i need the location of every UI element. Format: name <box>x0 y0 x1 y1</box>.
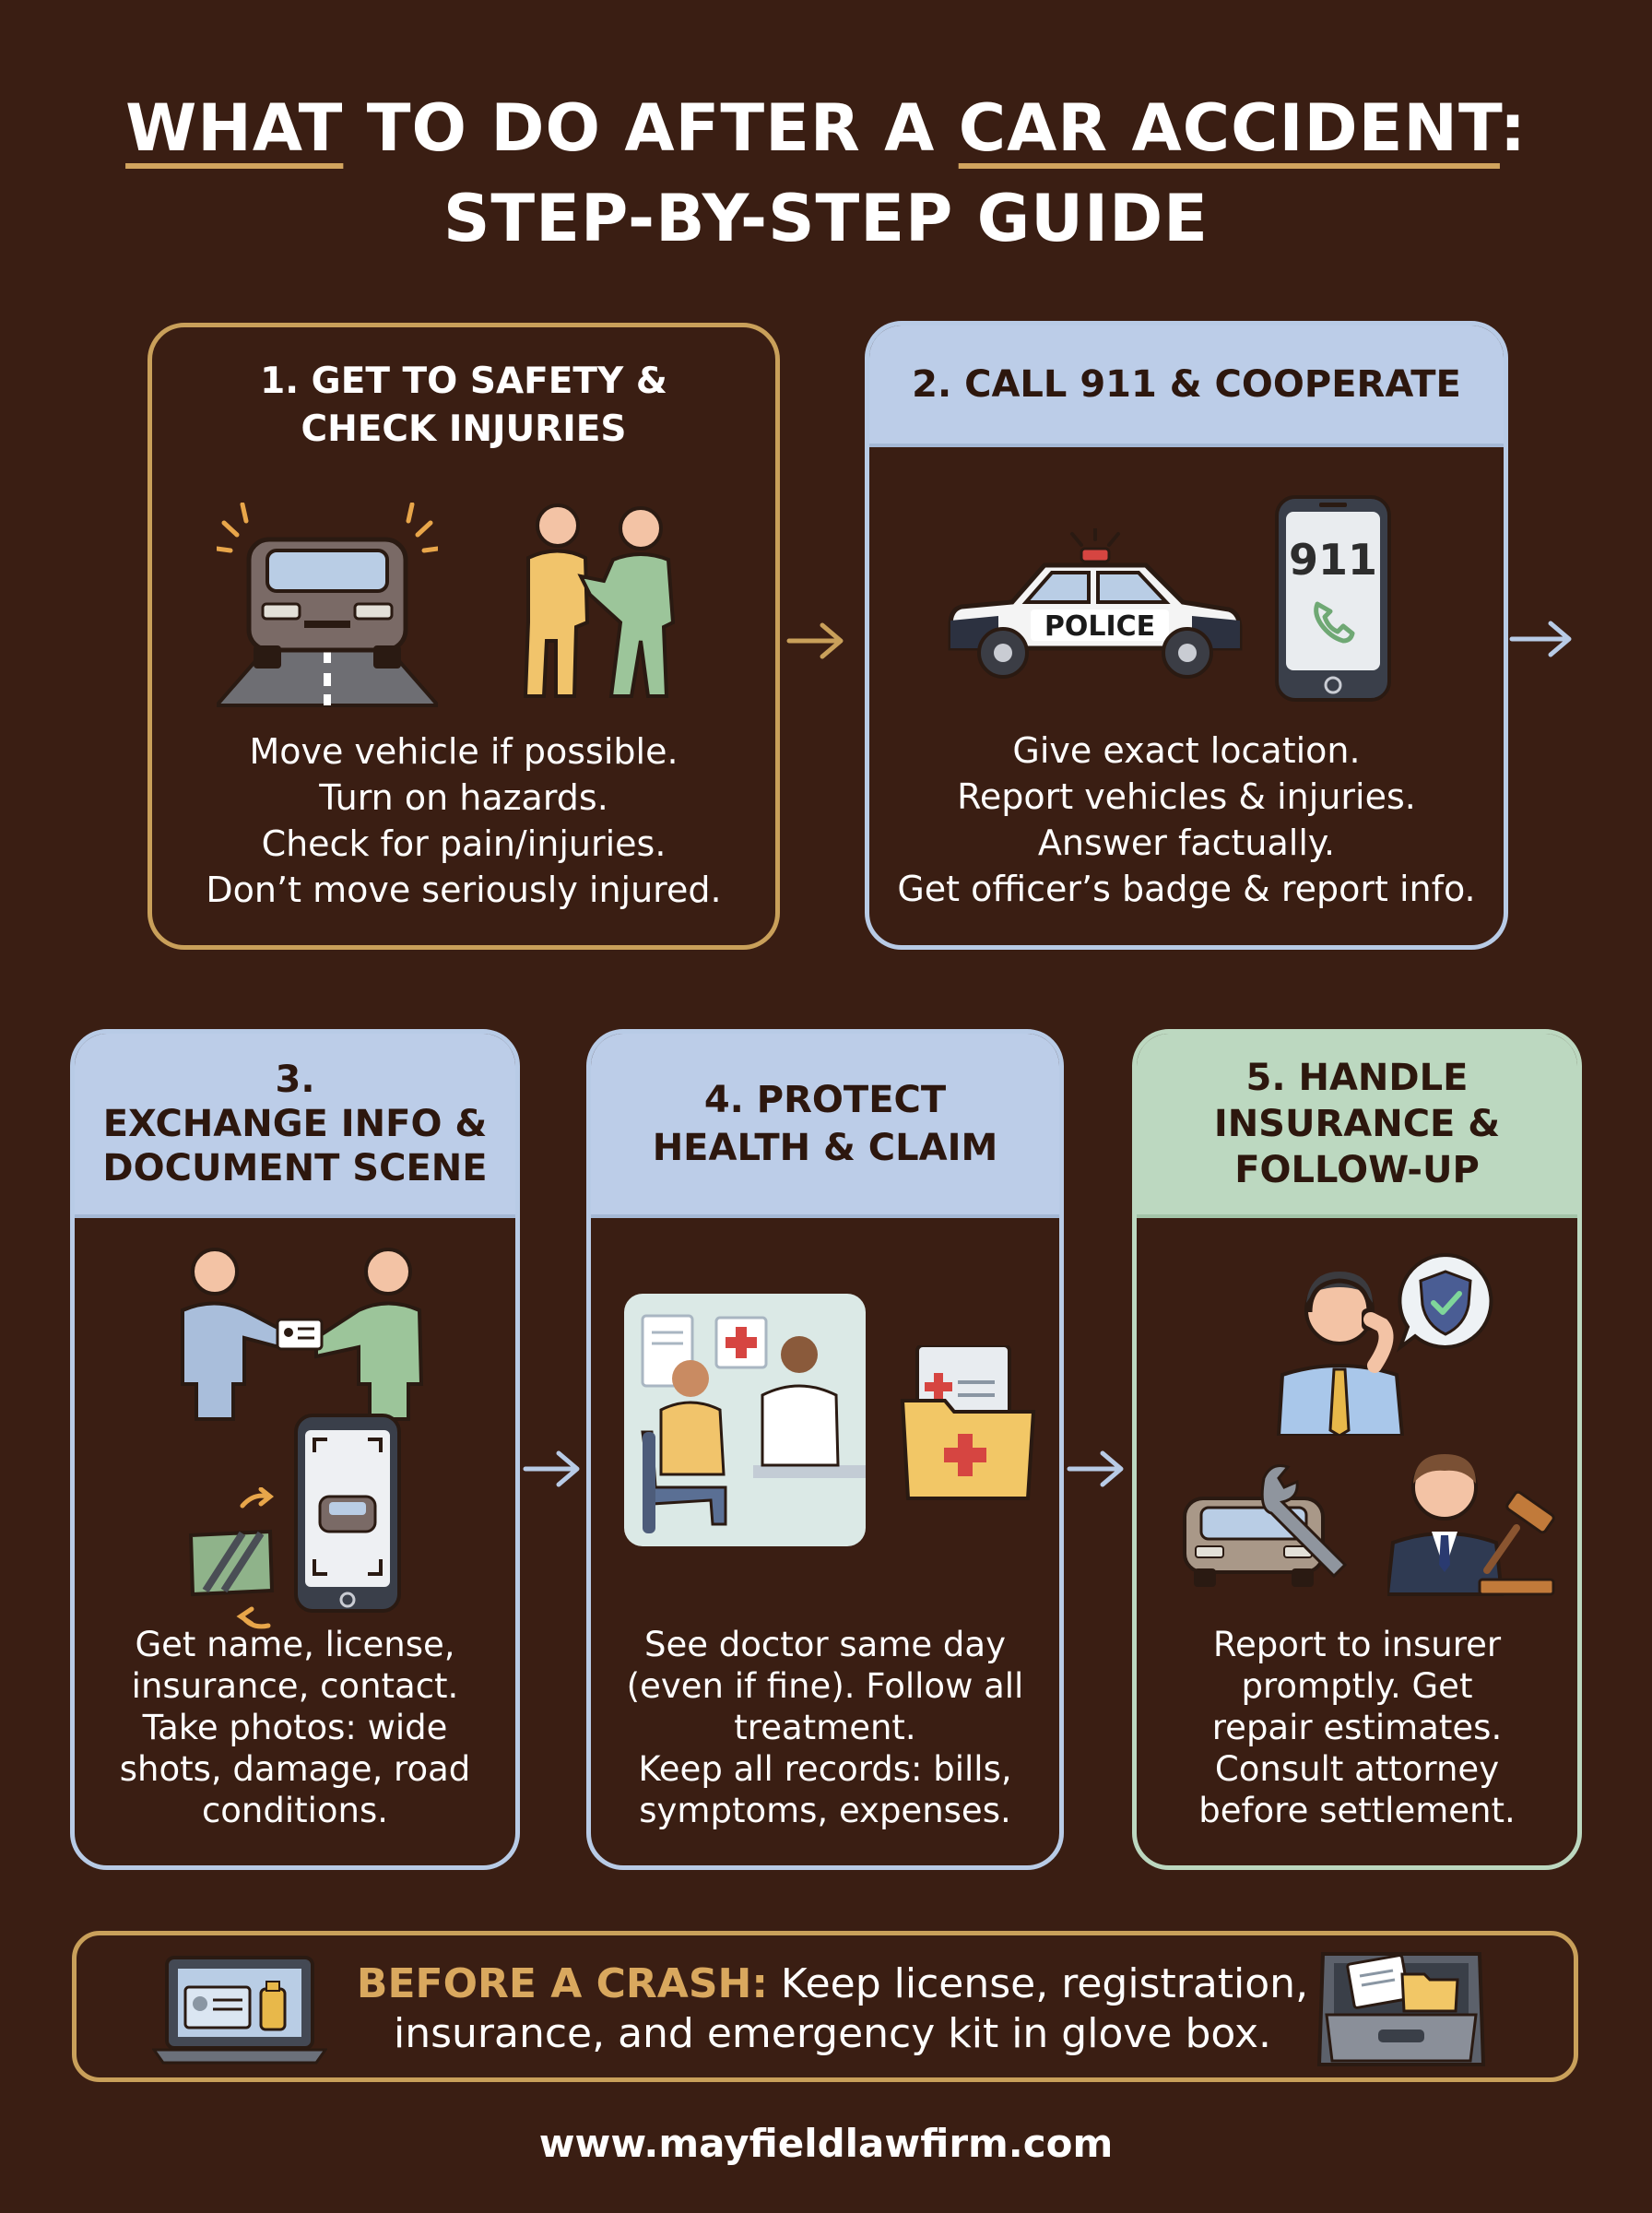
step-2-line: Give exact location. <box>1012 730 1361 771</box>
step-3-line: Take photos: wide <box>142 1708 448 1747</box>
before-crash-text: BEFORE A CRASH: Keep license, registrati… <box>353 1959 1312 2059</box>
arrow-right-icon <box>523 1450 580 1487</box>
car-hazard-icon <box>217 503 438 707</box>
step-1-body: Move vehicle if possible. Turn on hazard… <box>152 728 775 913</box>
id-exchange-icon <box>181 1248 424 1421</box>
step-3-heading: 3. EXCHANGE INFO & DOCUMENT SCENE <box>75 1034 515 1218</box>
before-crash-banner: BEFORE A CRASH: Keep license, registrati… <box>72 1931 1578 2082</box>
step-3-heading-line3: DOCUMENT SCENE <box>102 1147 488 1189</box>
before-crash-line-2: insurance, and emergency kit in glove bo… <box>393 2010 1271 2057</box>
step-4-heading-line1: 4. PROTECT <box>703 1079 947 1121</box>
shield-check-icon <box>1396 1252 1493 1353</box>
glove-box-icon <box>1316 1952 1486 2066</box>
title-line-1: WHAT TO DO AFTER A CAR ACCIDENT: <box>0 83 1652 173</box>
step-1-line: Check for pain/injuries. <box>261 823 667 864</box>
step-2-body: Give exact location. Report vehicles & i… <box>869 728 1504 912</box>
before-crash-line-1: BEFORE A CRASH: Keep license, registrati… <box>353 1959 1312 2009</box>
step-3-line: insurance, contact. <box>131 1666 459 1706</box>
arrow-right-icon <box>1509 621 1572 657</box>
laptop-id-icon <box>152 1956 327 2065</box>
step-3-line: conditions. <box>201 1791 389 1830</box>
step-1-heading-line2: CHECK INJURIES <box>301 408 627 450</box>
step-4-body: See doctor same day (even if fine). Foll… <box>591 1624 1059 1831</box>
step-2-card: 2. CALL 911 & COOPERATE POLICE 911 Give … <box>865 321 1508 950</box>
website-link[interactable]: www.mayfieldlawfirm.com <box>538 2121 1114 2166</box>
step-4-line: Keep all records: bills, <box>638 1749 1012 1789</box>
phone-camera-icon <box>294 1414 401 1613</box>
before-crash-text-1: Keep license, registration, <box>767 1960 1309 2007</box>
step-2-line: Report vehicles & injuries. <box>957 776 1416 817</box>
police-car-icon: POLICE <box>948 528 1243 679</box>
medical-folder-icon <box>900 1345 1036 1500</box>
step-1-line: Move vehicle if possible. <box>249 731 678 772</box>
arrow-right-icon <box>786 622 844 659</box>
map-icon <box>188 1487 275 1629</box>
step-5-heading-line3: FOLLOW-UP <box>1234 1149 1480 1191</box>
step-5-heading: 5. HANDLE INSURANCE & FOLLOW-UP <box>1137 1034 1577 1218</box>
step-3-card: 3. EXCHANGE INFO & DOCUMENT SCENE Get na… <box>70 1029 520 1870</box>
step-4-line: (even if fine). Follow all <box>626 1666 1024 1706</box>
page-title: WHAT TO DO AFTER A CAR ACCIDENT: STEP-BY… <box>0 83 1652 264</box>
step-5-line: before settlement. <box>1198 1791 1516 1830</box>
attorney-icon <box>1387 1454 1555 1596</box>
police-label: POLICE <box>1044 610 1155 643</box>
step-3-line: shots, damage, road <box>119 1749 471 1789</box>
arrow-right-icon <box>1067 1450 1124 1487</box>
car-repair-icon <box>1183 1464 1348 1587</box>
step-5-body: Report to insurer promptly. Get repair e… <box>1137 1624 1577 1831</box>
step-1-line: Turn on hazards. <box>319 777 608 818</box>
step-3-line: Get name, license, <box>135 1625 455 1664</box>
phone-911-icon: 911 <box>1275 495 1391 702</box>
step-4-heading: 4. PROTECT HEALTH & CLAIM <box>591 1034 1059 1218</box>
step-1-heading-line1: 1. GET TO SAFETY & <box>260 361 667 402</box>
step-1-card: 1. GET TO SAFETY & CHECK INJURIES Move v… <box>148 323 780 950</box>
title-line-2: STEP-BY-STEP GUIDE <box>442 181 1209 256</box>
step-4-line: See doctor same day <box>644 1625 1006 1664</box>
step-1-heading: 1. GET TO SAFETY & CHECK INJURIES <box>152 355 775 456</box>
step-4-line: treatment. <box>734 1708 916 1747</box>
step-3-heading-line1: 3. <box>275 1059 315 1101</box>
step-5-card: 5. HANDLE INSURANCE & FOLLOW-UP Report <box>1132 1029 1582 1870</box>
step-1-line: Don’t move seriously injured. <box>206 870 722 910</box>
step-2-line: Get officer’s badge & report info. <box>897 869 1476 909</box>
doctor-visit-icon <box>624 1294 866 1546</box>
step-2-line: Answer factually. <box>1037 822 1336 863</box>
step-3-body: Get name, license, insurance, contact. T… <box>75 1624 515 1831</box>
step-5-line: Consult attorney <box>1214 1749 1500 1789</box>
step-4-line: symptoms, expenses. <box>639 1791 1011 1830</box>
step-4-card: 4. PROTECT HEALTH & CLAIM See doctor sam… <box>586 1029 1064 1870</box>
title-car-accident: CAR ACCIDENT <box>958 90 1500 166</box>
people-helping-icon <box>523 503 676 698</box>
step-2-heading: 2. CALL 911 & COOPERATE <box>869 325 1504 447</box>
step-5-line: repair estimates. <box>1211 1708 1503 1747</box>
title-word-what: WHAT <box>125 90 344 166</box>
step-4-heading-line2: HEALTH & CLAIM <box>652 1127 998 1169</box>
step-5-heading-line1: 5. HANDLE <box>1245 1057 1469 1099</box>
step-3-heading-line2: EXCHANGE INFO & <box>102 1103 488 1145</box>
step-5-heading-line2: INSURANCE & <box>1213 1103 1501 1145</box>
step-5-line: promptly. Get <box>1241 1666 1473 1706</box>
insurance-agent-icon <box>1276 1272 1405 1436</box>
phone-911-label: 911 <box>1289 535 1377 585</box>
title-colon: : <box>1499 90 1527 166</box>
step-5-line: Report to insurer <box>1212 1625 1502 1664</box>
before-crash-label: BEFORE A CRASH: <box>356 1960 768 2007</box>
title-middle: TO DO AFTER A <box>343 90 959 166</box>
